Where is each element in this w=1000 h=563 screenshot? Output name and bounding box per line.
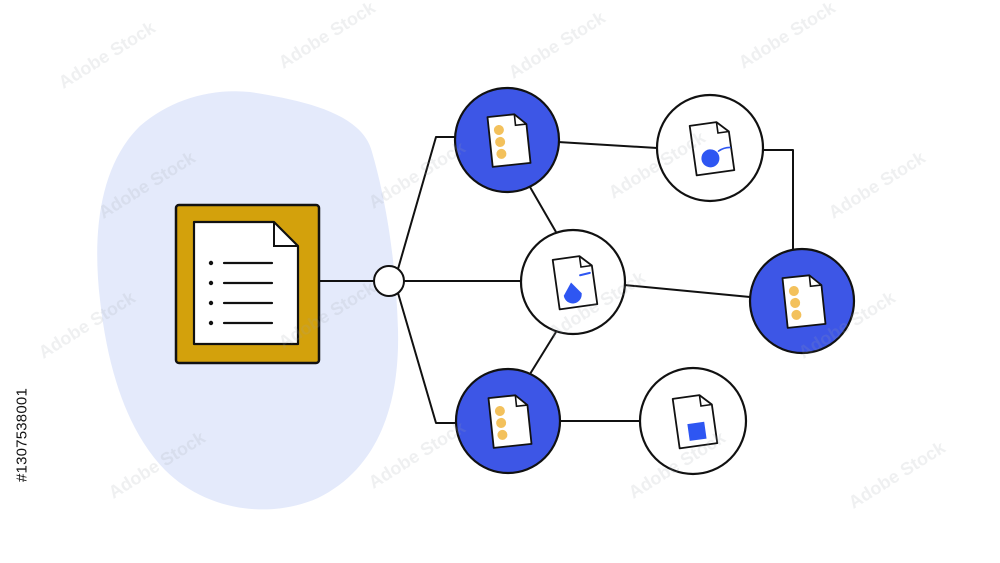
node-n1 bbox=[453, 86, 561, 194]
document-circle-icon bbox=[688, 121, 736, 177]
edge-n1-n2 bbox=[557, 141, 658, 149]
orange-dot bbox=[788, 286, 799, 297]
orange-dot bbox=[493, 125, 504, 136]
document-paper bbox=[671, 394, 719, 450]
blue-stroke bbox=[717, 146, 731, 152]
document-paper bbox=[781, 274, 827, 329]
document-dots-icon bbox=[486, 113, 532, 168]
document-drop-icon bbox=[551, 255, 599, 311]
blue-square bbox=[687, 421, 707, 441]
orange-dot bbox=[790, 297, 801, 308]
document-paper bbox=[486, 113, 532, 168]
document-list-icon bbox=[192, 220, 300, 346]
document-paper bbox=[487, 394, 533, 449]
edge-n1-n3 bbox=[529, 186, 557, 233]
edge-hub-n1 bbox=[397, 136, 456, 270]
connection-lines bbox=[319, 136, 794, 424]
edge-hub-n5 bbox=[397, 292, 456, 424]
source-document bbox=[174, 203, 321, 365]
document-paper bbox=[551, 255, 599, 311]
document-list-lines bbox=[208, 260, 274, 326]
list-bullet bbox=[208, 320, 214, 326]
orange-dot bbox=[496, 148, 507, 159]
blue-drop bbox=[563, 282, 582, 304]
document-dots-icon bbox=[487, 394, 533, 449]
edge-n3-n5 bbox=[529, 331, 557, 375]
orange-dot bbox=[497, 429, 508, 440]
document-nodes bbox=[453, 86, 856, 476]
document-paper bbox=[688, 121, 736, 177]
document-dots-icon bbox=[781, 274, 827, 329]
list-bullet bbox=[208, 260, 214, 266]
blue-circle bbox=[701, 149, 720, 168]
list-bullet bbox=[208, 280, 214, 286]
document-square-icon bbox=[671, 394, 719, 450]
node-n5 bbox=[454, 367, 562, 475]
orange-dot bbox=[791, 309, 802, 320]
orange-dot bbox=[496, 417, 507, 428]
orange-dot bbox=[494, 406, 505, 417]
list-bullet bbox=[208, 300, 214, 306]
junction-circle bbox=[373, 265, 405, 297]
document-fold bbox=[273, 222, 298, 247]
edge-n3-n4 bbox=[623, 284, 751, 298]
node-n2 bbox=[655, 93, 765, 203]
node-n3 bbox=[519, 228, 627, 336]
node-n6 bbox=[638, 366, 748, 476]
node-n4 bbox=[748, 247, 856, 355]
edge-n2-n4 bbox=[762, 149, 794, 249]
blue-stroke bbox=[579, 271, 591, 277]
orange-dot bbox=[495, 136, 506, 147]
